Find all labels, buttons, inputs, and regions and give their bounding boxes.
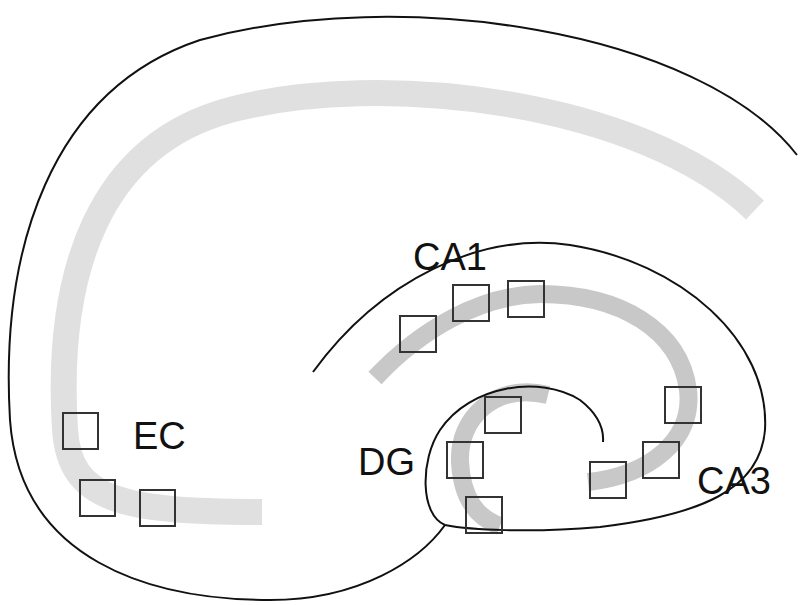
site-square [140,490,175,526]
site-square [447,442,483,478]
site-square [453,285,489,321]
region-label: DG [358,443,415,481]
site-square [665,387,701,423]
recording-sites [63,281,701,533]
outer-contour [9,17,797,600]
site-square [508,281,544,317]
region-label: CA3 [697,462,771,500]
dg-band [460,392,548,526]
region-label: CA1 [413,238,487,276]
site-square [400,316,436,352]
site-square [63,413,98,449]
ec-band [64,93,755,512]
site-square [466,497,502,533]
site-square [590,462,626,498]
site-square [643,442,679,478]
site-square [485,397,521,433]
site-square [80,480,115,516]
region-label: EC [133,417,186,455]
